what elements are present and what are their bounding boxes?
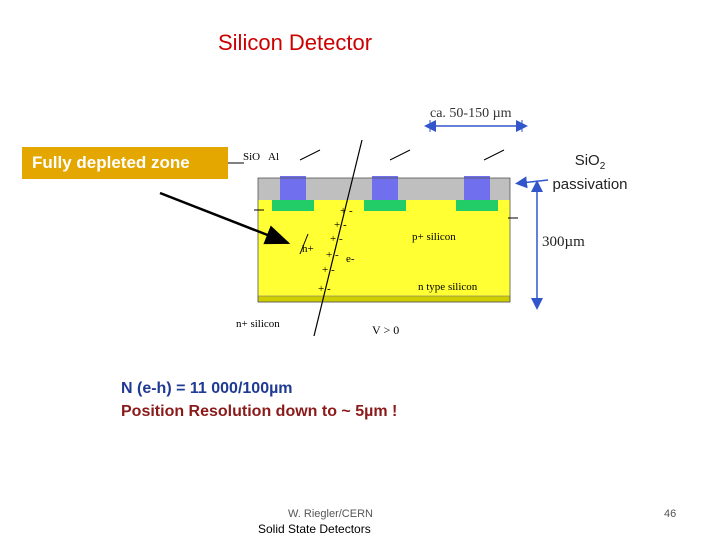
pair-count-text: N (e-h) = 11 000/100µm — [121, 380, 293, 397]
label-n-silicon: n type silicon — [418, 281, 478, 293]
p-implant-2 — [364, 200, 406, 211]
position-resolution-text: Position Resolution down to ~ 5µm ! — [121, 403, 398, 420]
fully-depleted-zone-label: Fully depleted zone — [22, 147, 228, 179]
field-line-3 — [483, 149, 505, 161]
sio2-passivation-label: SiO2 passivation — [540, 152, 640, 194]
field-line-2 — [389, 149, 411, 161]
slide-title: Silicon Detector — [218, 30, 373, 55]
page-number: 46 — [664, 508, 677, 520]
sio2-text: Si — [574, 152, 589, 169]
svg-text:+ -: + - — [334, 219, 347, 231]
label-hole: h+ — [302, 243, 314, 255]
aluminium-strip-1 — [280, 176, 306, 200]
aluminium-strip-2 — [372, 176, 398, 200]
svg-text:+ -: + - — [322, 264, 335, 276]
author-footer: W. Riegler/CERN — [288, 508, 373, 520]
passivation-text: passivation — [552, 176, 628, 193]
svg-text:+ -: + - — [330, 233, 343, 245]
label-sio2: SiO — [243, 151, 260, 163]
sio2-o-text: O — [588, 152, 600, 169]
zone-pointer-arrow — [159, 191, 291, 245]
aluminium-strip-3 — [464, 176, 490, 200]
label-electron: e- — [346, 253, 355, 265]
footer-title: Solid State Detectors — [258, 522, 371, 536]
passivation-arrow — [515, 176, 549, 189]
thickness-label: 300µm — [542, 234, 585, 250]
p-implant-3 — [456, 200, 498, 211]
label-n-plus-silicon: n+ silicon — [236, 318, 280, 330]
charge-markers: + - + - + - + - + - + - — [318, 205, 353, 295]
label-voltage: V > 0 — [372, 323, 399, 337]
hole-drift-arrow — [299, 233, 309, 255]
n-plus-backside — [257, 295, 511, 303]
particle-track — [313, 139, 363, 337]
label-al: Al — [268, 151, 279, 163]
p-implant-1 — [272, 200, 314, 211]
strip-pitch-label: ca. 50-150 µm — [430, 106, 512, 121]
svg-text:+ -: + - — [326, 249, 339, 261]
svg-text:+ -: + - — [340, 205, 353, 217]
fully-depleted-zone-text: Fully depleted zone — [32, 153, 190, 172]
silicon-bulk — [258, 200, 510, 300]
svg-text:+ -: + - — [318, 283, 331, 295]
sio2-subscript: 2 — [599, 161, 606, 172]
label-p-silicon: p+ silicon — [412, 231, 456, 243]
field-line-1 — [299, 149, 321, 161]
detector-outline — [257, 177, 511, 303]
